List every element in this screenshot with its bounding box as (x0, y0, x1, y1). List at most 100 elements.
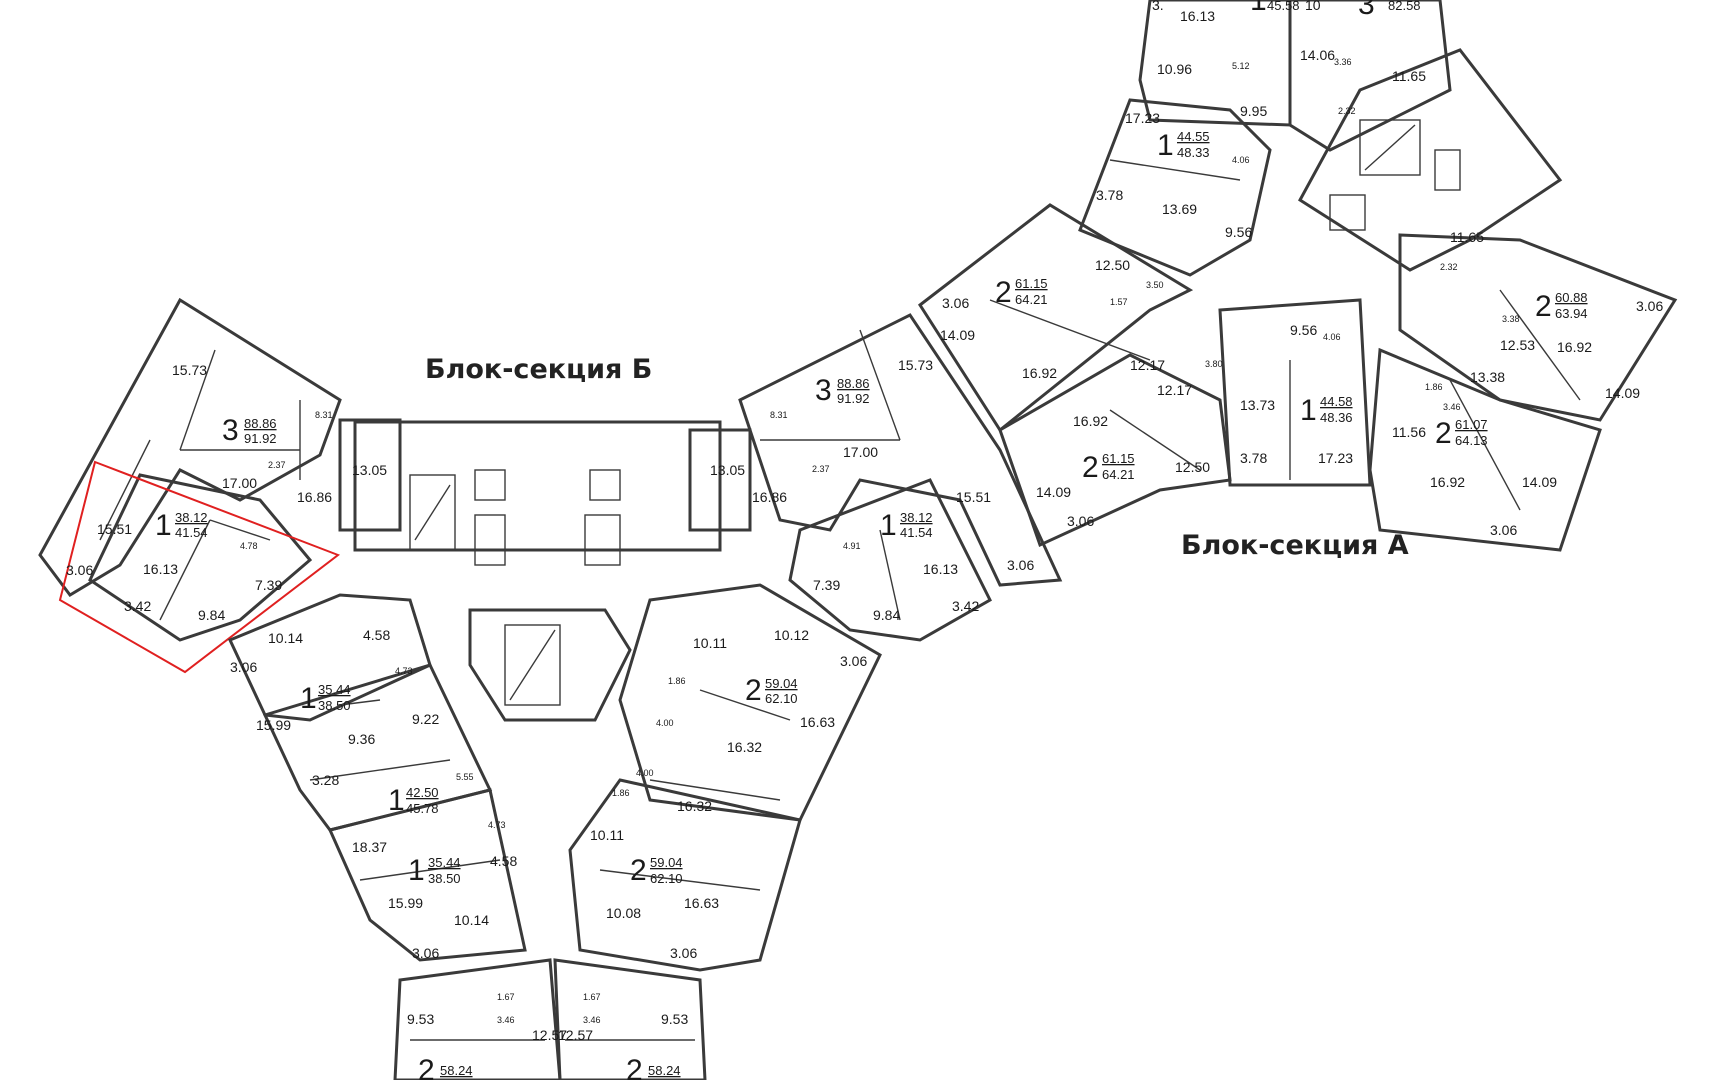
partition-wall (159, 519, 211, 621)
room-area-label: 4.58 (490, 853, 517, 869)
apartment-label-a2d: 2 61.07 64.13 13.38 1.86 3.46 11.56 16.9… (1392, 369, 1557, 538)
room-count-label: 1 (388, 784, 405, 817)
apartment-area-label: 59.04 (650, 855, 683, 870)
apartment-s-2room-right[interactable] (553, 958, 707, 1080)
room-area-label: 3.42 (124, 598, 151, 614)
room-area-label: 3.46 (497, 1015, 515, 1025)
room-area-label: 14.09 (1036, 484, 1071, 500)
apartment-area-label: 45.58 (1267, 0, 1300, 13)
apartment-a-2room-b[interactable] (998, 353, 1232, 548)
room-area-label: 16.92 (1022, 365, 1057, 381)
apartment-label-b1L: 1 38.12 41.54 4.78 16.13 7.39 3.42 9.84 (124, 509, 282, 623)
apartment-area-label: 64.21 (1102, 467, 1135, 482)
apartment-a-1room-top[interactable] (1138, 0, 1292, 127)
room-count-label: 2 (1535, 290, 1552, 323)
apartment-area-label: 61.15 (1102, 451, 1135, 466)
apartment-a-2room-d[interactable] (1368, 347, 1602, 552)
room-area-label: 3.06 (230, 659, 257, 675)
apartment-label-a2a: 2 61.15 64.21 12.50 3.06 14.09 16.92 12.… (940, 257, 1165, 381)
room-area-label: 3.06 (942, 295, 969, 311)
apartment-w-1room-c[interactable] (327, 788, 527, 962)
room-area-label: 17.23 (1318, 450, 1353, 466)
room-count-label: 2 (745, 674, 762, 707)
apartment-label-top1: 1 45.58 3. 16.13 10.96 5.12 9.95 (1152, 0, 1300, 119)
room-area-label: 16.63 (800, 714, 835, 730)
room-area-label: 10.96 (1157, 61, 1192, 77)
room-area-label: 9.56 (1290, 322, 1317, 338)
apartment-b-3room-right[interactable] (738, 313, 1063, 587)
apartment-area-label: 45.78 (406, 801, 439, 816)
room-area-label: 3.06 (1636, 298, 1663, 314)
partition-wall (1499, 289, 1581, 401)
partition-wall (1109, 159, 1241, 181)
room-area-label: 12.53 (1500, 337, 1535, 353)
room-area-label: 3.06 (412, 945, 439, 961)
room-area-label: 16.86 (297, 489, 332, 505)
apartment-area-label: 38.50 (318, 698, 351, 713)
room-area-label: 16.92 (1430, 474, 1465, 490)
room-area-label: 9.84 (873, 607, 900, 623)
section-a-title: Блок-секция А (1181, 530, 1409, 561)
partition-wall (989, 299, 1151, 361)
room-area-label: 3.78 (1096, 187, 1123, 203)
apartment-e-2room-b[interactable] (568, 778, 802, 972)
apartment-label-w1b: 1 42.50 45.78 9.22 9.36 5.55 3.28 (312, 711, 474, 817)
room-area-label: 3.06 (670, 945, 697, 961)
room-area-label: 11.56 (1392, 424, 1426, 440)
apartment-label-a2b: 2 61.15 64.21 16.92 12.17 12.50 14.09 3.… (1036, 359, 1223, 529)
apartment-area-label: 64.13 (1455, 433, 1488, 448)
partition-wall (509, 629, 556, 701)
apartment-area-label: 48.33 (1177, 145, 1210, 160)
apartment-area-label: 64.21 (1015, 292, 1048, 307)
apartment-a-2room-a[interactable] (917, 203, 1194, 433)
apartment-area-label: 91.92 (244, 431, 277, 446)
room-area-label: 3.06 (840, 653, 867, 669)
room-area-label: 16.92 (1073, 413, 1108, 429)
room-area-label: 1.86 (1425, 382, 1443, 392)
room-area-label: 16.13 (1180, 8, 1215, 24)
room-area-label: 1.86 (612, 788, 630, 798)
apartment-a-1room-a[interactable] (1078, 98, 1272, 277)
room-area-label: 3.42 (952, 598, 979, 614)
apartment-a-2room-c[interactable] (1398, 233, 1678, 422)
partition-wall (1449, 379, 1521, 511)
room-area-label: 17.23 (1125, 110, 1160, 126)
partition-wall (339, 699, 381, 706)
section-b-title: Блок-секция Б (425, 354, 653, 385)
apartment-area-label: 44.58 (1320, 394, 1353, 409)
room-area-label: 3.46 (583, 1015, 601, 1025)
partition-wall (99, 439, 151, 541)
apartment-label-s2R: 2 58.24 12.57 1.67 3.46 9.53 (558, 992, 688, 1080)
room-area-label: 1.67 (583, 992, 601, 1002)
apartment-b-1room-right[interactable] (788, 478, 992, 642)
room-area-label: 10.11 (590, 827, 624, 843)
room-area-label: 17.00 (222, 475, 257, 491)
room-count-label: 3 (1358, 0, 1375, 21)
room-area-label: 3.78 (1240, 450, 1267, 466)
elevator-a1 (1329, 194, 1366, 231)
stair-b (409, 474, 456, 551)
room-area-label: 4.78 (240, 541, 258, 551)
stair-a (1359, 119, 1421, 176)
apartment-b-3room-left[interactable] (38, 297, 342, 597)
room-area-label: 4.00 (636, 768, 654, 778)
apartment-a-3room-top[interactable] (1288, 0, 1452, 152)
apartment-area-label: 41.54 (900, 525, 933, 540)
partition-wall (1364, 124, 1416, 171)
room-area-label: 3. (1152, 0, 1164, 13)
partition-wall (179, 349, 216, 451)
room-count-label: 1 (1300, 394, 1317, 427)
room-area-label: 8.31 (770, 410, 788, 420)
room-area-label: 2.32 (1338, 106, 1356, 116)
room-count-label: 1 (155, 509, 172, 542)
apartment-b-1room-left[interactable] (88, 473, 313, 642)
room-count-label: 2 (1082, 451, 1099, 484)
apartment-a-1room-b[interactable] (1218, 298, 1372, 487)
room-area-label: 1.86 (668, 676, 686, 686)
highlight-frame (58, 460, 341, 674)
room-area-label: 13.05 (352, 462, 387, 478)
room-area-label: 1.57 (1110, 297, 1128, 307)
core-b-corridor (353, 420, 722, 552)
apartment-s-2room-left[interactable] (393, 958, 562, 1080)
